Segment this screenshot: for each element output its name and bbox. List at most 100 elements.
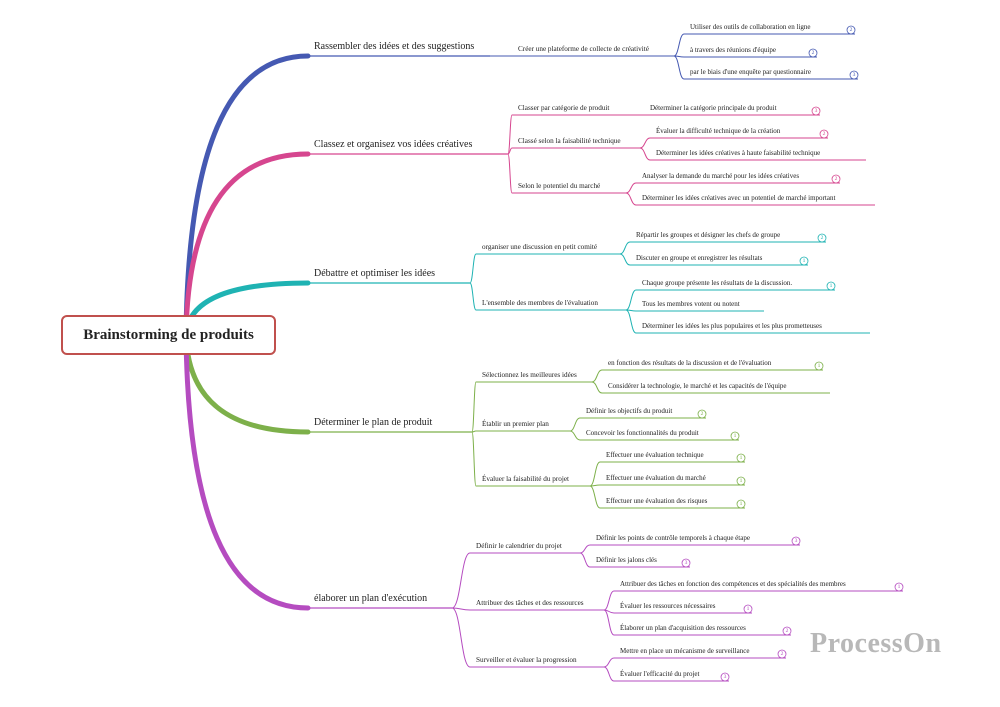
count-badge-number: 1 (740, 478, 743, 484)
subtopic-connector (451, 607, 471, 611)
count-badge[interactable] (846, 25, 856, 35)
count-badge[interactable] (817, 233, 827, 243)
leaf-topic-label[interactable]: Évaluer l'efficacité du projet (620, 670, 700, 678)
subtopic-connector (469, 253, 477, 284)
leaf-topic-label[interactable]: Déterminer les idées créatives à haute f… (656, 149, 820, 157)
branch-topic-label[interactable]: Classez et organisez vos idées créatives (314, 139, 472, 150)
subtopic-label[interactable]: Évaluer la faisabilité du projet (482, 473, 569, 483)
subtopic-connector (471, 381, 477, 433)
count-badge[interactable] (811, 106, 821, 116)
subtopic-connector (451, 552, 471, 609)
count-badge[interactable] (819, 129, 829, 139)
leaf-topic-label[interactable]: Élaborer un plan d'acquisition des resso… (620, 624, 746, 632)
count-badge[interactable] (736, 499, 746, 509)
count-badge[interactable] (697, 409, 707, 419)
subtopic-label[interactable]: Selon le potentiel du marché (518, 182, 600, 190)
subtopic-label[interactable]: Sélectionnez les meilleures idées (482, 371, 577, 379)
branch-connector (183, 332, 311, 611)
leaf-topic-label[interactable]: Analyser la demande du marché pour les i… (642, 172, 799, 180)
leaf-topic-label[interactable]: Concevoir les fonctionnalités du produit (586, 429, 699, 437)
count-badge-number: 2 (850, 27, 853, 33)
count-badge-number: 2 (786, 628, 789, 634)
subtopic-connector (469, 282, 477, 311)
subtopic-label[interactable]: Surveiller et évaluer la progression (476, 656, 577, 664)
leaf-connector (619, 253, 631, 266)
subtopic-label[interactable]: Attribuer des tâches et des ressources (476, 599, 584, 607)
count-badge[interactable] (814, 361, 824, 371)
branch-topic-label[interactable]: Débattre et optimiser les idées (314, 268, 435, 279)
subtopic-label[interactable]: Établir un premier plan (482, 418, 549, 428)
subtopic-label[interactable]: Définir le calendrier du projet (476, 542, 562, 550)
count-badge[interactable] (831, 174, 841, 184)
count-badge[interactable] (730, 431, 740, 441)
leaf-connector (625, 182, 637, 194)
count-badge[interactable] (894, 582, 904, 592)
leaf-topic-label[interactable]: Chaque groupe présente les résultats de … (642, 279, 792, 287)
subtopic-label[interactable]: Classer par catégorie de produit (518, 104, 609, 112)
count-badge[interactable] (743, 604, 753, 614)
count-badge-number: 3 (724, 674, 727, 680)
leaf-topic-label[interactable]: Évaluer la difficulté technique de la cr… (656, 127, 781, 135)
leaf-topic-label[interactable]: Attribuer des tâches en fonction des com… (620, 580, 846, 588)
count-badge-number: 2 (701, 411, 704, 417)
subtopic-connector (471, 431, 477, 487)
leaf-topic-label[interactable]: Évaluer les ressources nécessaires (620, 602, 716, 610)
leaf-connector (673, 55, 685, 80)
branch-topic-label[interactable]: Déterminer le plan de produit (314, 417, 433, 428)
count-badge-number: 1 (747, 606, 750, 612)
count-badge[interactable] (826, 281, 836, 291)
leaf-connector (625, 289, 637, 311)
leaf-connector (603, 609, 615, 636)
leaf-connector (603, 590, 615, 611)
count-badge[interactable] (777, 649, 787, 659)
subtopic-label[interactable]: Créer une plateforme de collecte de créa… (518, 45, 649, 53)
leaf-topic-label[interactable]: Considérer la technologie, le marché et … (608, 382, 787, 390)
branch-connector (183, 53, 311, 338)
count-badge-number: 3 (685, 560, 688, 566)
leaf-topic-label[interactable]: Mettre en place un mécanisme de surveill… (620, 647, 749, 655)
count-badge[interactable] (799, 256, 809, 266)
leaf-topic-label[interactable]: Tous les membres votent ou notent (642, 300, 740, 308)
leaf-topic-label[interactable]: Utiliser des outils de collaboration en … (690, 23, 811, 31)
leaf-connector (603, 666, 615, 682)
leaf-connector (569, 430, 581, 441)
root-topic-label: Brainstorming de produits (83, 326, 254, 343)
leaf-topic-label[interactable]: Effectuer une évaluation du marché (606, 474, 706, 482)
count-badge-number: 1 (740, 501, 743, 507)
leaf-topic-label[interactable]: Définir les points de contrôle temporels… (596, 534, 750, 542)
branch-topic-label[interactable]: Rassembler des idées et des suggestions (314, 41, 474, 52)
subtopic-connector (507, 153, 513, 194)
count-badge-number: 2 (821, 235, 824, 241)
branch-topic-label[interactable]: élaborer un plan d'exécution (314, 593, 427, 604)
leaf-topic-label[interactable]: en fonction des résultats de la discussi… (608, 359, 772, 367)
count-badge[interactable] (808, 48, 818, 58)
leaf-topic-label[interactable]: Définir les objectifs du produit (586, 407, 672, 415)
subtopic-connector (507, 147, 513, 155)
count-badge-number: 2 (835, 176, 838, 182)
leaf-topic-label[interactable]: à travers des réunions d'équipe (690, 46, 776, 54)
leaf-topic-label[interactable]: Déterminer la catégorie principale du pr… (650, 104, 777, 112)
leaf-topic-label[interactable]: par le biais d'une enquête par questionn… (690, 68, 811, 76)
leaf-topic-label[interactable]: Discuter en groupe et enregistrer les ré… (636, 254, 763, 262)
root-topic[interactable]: Brainstorming de produits (61, 315, 276, 355)
count-badge[interactable] (720, 672, 730, 682)
leaf-topic-label[interactable]: Répartir les groupes et désigner les che… (636, 231, 780, 239)
count-badge[interactable] (791, 536, 801, 546)
count-badge[interactable] (782, 626, 792, 636)
leaf-connector (591, 381, 603, 394)
leaf-topic-label[interactable]: Effectuer une évaluation des risques (606, 497, 708, 505)
leaf-connector (579, 544, 591, 554)
subtopic-label[interactable]: L'ensemble des membres de l'évaluation (482, 299, 598, 307)
count-badge[interactable] (736, 453, 746, 463)
subtopic-label[interactable]: organiser une discussion en petit comité (482, 243, 597, 251)
count-badge[interactable] (849, 70, 859, 80)
leaf-topic-label[interactable]: Effectuer une évaluation technique (606, 451, 704, 459)
count-badge-number: 1 (734, 433, 737, 439)
count-badge[interactable] (736, 476, 746, 486)
leaf-topic-label[interactable]: Déterminer les idées les plus populaires… (642, 322, 822, 330)
leaf-topic-label[interactable]: Déterminer les idées créatives avec un p… (642, 194, 835, 202)
count-badge[interactable] (681, 558, 691, 568)
count-badge-number: 2 (812, 50, 815, 56)
subtopic-label[interactable]: Classé selon la faisabilité technique (518, 137, 621, 145)
leaf-topic-label[interactable]: Définir les jalons clés (596, 556, 657, 564)
